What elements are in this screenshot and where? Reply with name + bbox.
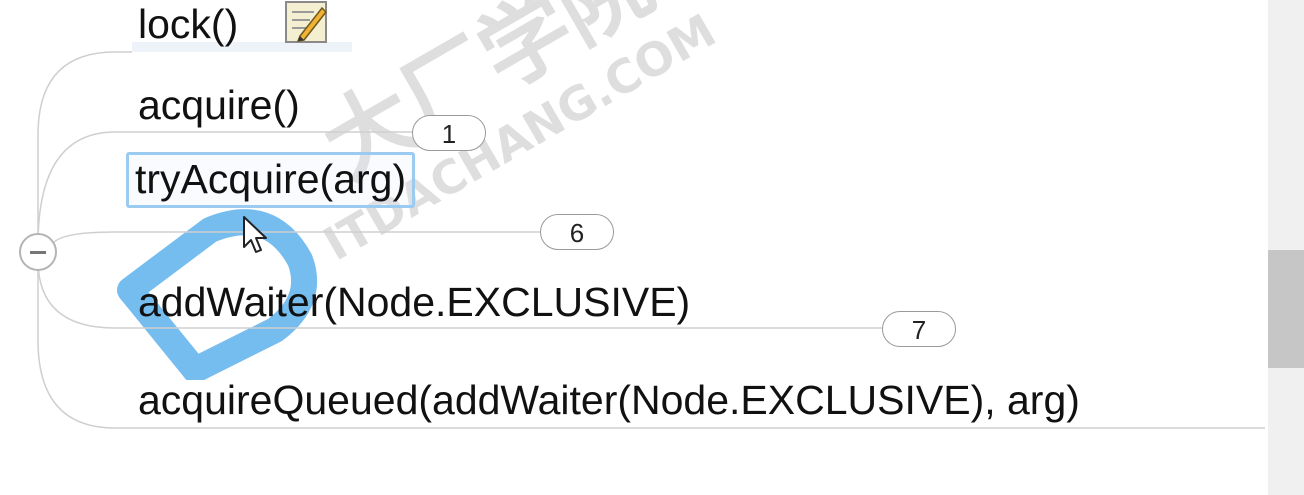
node-acquire[interactable]: acquire() <box>138 82 300 128</box>
scrollbar-thumb[interactable] <box>1268 250 1304 368</box>
badge-tryacquire: 6 <box>540 214 614 250</box>
parent-node-underline <box>132 42 352 52</box>
badge-addwaiter: 7 <box>882 311 956 347</box>
collapse-toggle-minus-icon[interactable] <box>19 233 57 271</box>
node-lock[interactable]: lock() <box>138 1 239 47</box>
branch-tryacquire <box>51 231 540 246</box>
mouse-cursor-icon <box>243 216 267 253</box>
vertical-scrollbar[interactable] <box>1268 0 1304 495</box>
node-acquirequeued[interactable]: acquireQueued(addWaiter(Node.EXCLUSIVE),… <box>138 377 1080 423</box>
watermark-en-text: ITDACHANG.COM <box>314 3 724 271</box>
note-pencil-icon[interactable] <box>284 0 330 44</box>
badge-acquire: 1 <box>412 115 486 151</box>
node-addwaiter[interactable]: addWaiter(Node.EXCLUSIVE) <box>138 279 691 325</box>
node-tryacquire[interactable]: tryAcquire(arg) <box>126 152 416 208</box>
